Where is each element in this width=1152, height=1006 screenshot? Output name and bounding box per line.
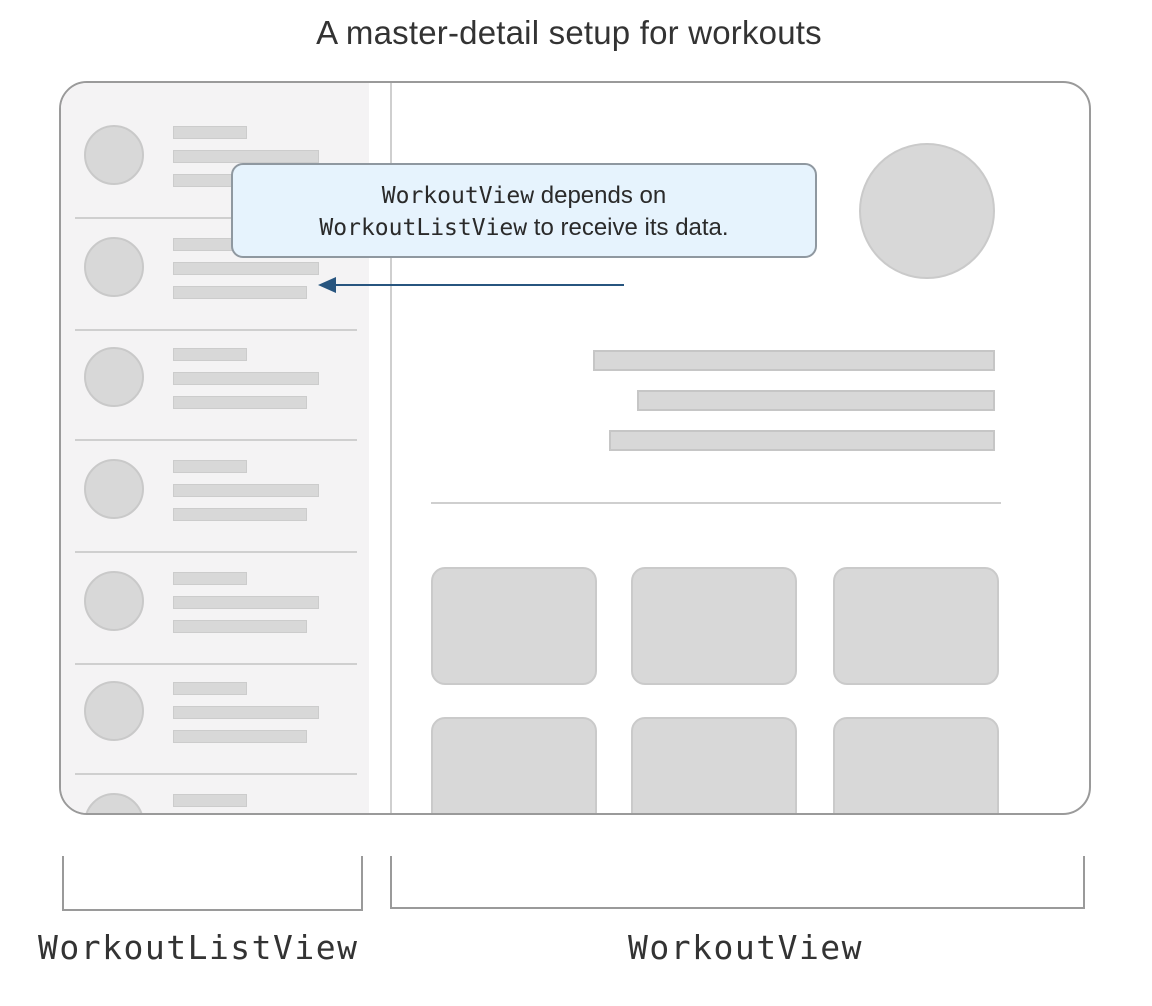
callout-code-detail: WorkoutView <box>381 183 535 209</box>
list-divider <box>75 439 357 441</box>
list-item-bar <box>173 730 307 743</box>
list-divider <box>75 663 357 665</box>
list-item-bar <box>173 460 247 473</box>
list-item-bar <box>173 262 319 275</box>
detail-text-bar <box>637 390 995 411</box>
detail-tile <box>631 717 797 813</box>
list-item-bar <box>173 508 307 521</box>
detail-tile <box>631 567 797 685</box>
list-item-bar <box>173 794 247 807</box>
list-item <box>61 195 357 331</box>
callout-line-2: WorkoutListView to receive its data. <box>233 212 815 244</box>
list-item <box>61 751 357 813</box>
list-item-bar <box>173 126 247 139</box>
dependency-arrow <box>318 277 624 293</box>
list-item-bar <box>173 620 307 633</box>
list-item-bar <box>173 706 319 719</box>
callout-line-1: WorkoutView depends on <box>233 180 815 212</box>
callout-code-master: WorkoutListView <box>319 215 528 241</box>
list-item-bar <box>173 484 319 497</box>
detail-tile <box>431 717 597 813</box>
list-item-avatar <box>84 793 144 813</box>
list-item <box>61 305 357 441</box>
detail-tile <box>833 567 999 685</box>
callout-text-2: to receive its data. <box>527 214 729 241</box>
list-item-bar <box>173 682 247 695</box>
master-bracket <box>62 856 363 911</box>
list-item-avatar <box>84 125 144 185</box>
detail-avatar <box>859 143 995 279</box>
callout-text-1: depends on <box>534 182 667 209</box>
detail-text-bar <box>609 430 995 451</box>
diagram-title: A master-detail setup for workouts <box>316 14 822 51</box>
list-item <box>61 639 357 775</box>
list-item-bar <box>173 372 319 385</box>
detail-tile <box>833 717 999 813</box>
list-item-avatar <box>84 571 144 631</box>
list-item-avatar <box>84 237 144 297</box>
label-workout-list-view: WorkoutListView <box>38 928 359 967</box>
detail-tile <box>431 567 597 685</box>
list-item <box>61 529 357 665</box>
list-item-bar <box>173 396 307 409</box>
list-item-avatar <box>84 681 144 741</box>
arrow-head <box>318 277 336 293</box>
pane-divider <box>390 83 392 813</box>
list-item-avatar <box>84 459 144 519</box>
list-item-bar <box>173 572 247 585</box>
list-divider <box>75 551 357 553</box>
detail-text-bar <box>593 350 995 371</box>
list-item-bar <box>173 348 247 361</box>
list-item-bar <box>173 150 319 163</box>
dependency-callout: WorkoutView depends on WorkoutListView t… <box>231 163 817 258</box>
list-divider <box>75 329 357 331</box>
list-item <box>61 83 357 219</box>
list-item-bar <box>173 286 307 299</box>
label-workout-view: WorkoutView <box>628 928 864 967</box>
list-item-bar <box>173 596 319 609</box>
list-item-avatar <box>84 347 144 407</box>
list-divider <box>75 773 357 775</box>
list-item <box>61 417 357 553</box>
list-divider <box>75 217 357 219</box>
detail-divider <box>431 502 1001 504</box>
detail-bracket <box>390 856 1085 909</box>
